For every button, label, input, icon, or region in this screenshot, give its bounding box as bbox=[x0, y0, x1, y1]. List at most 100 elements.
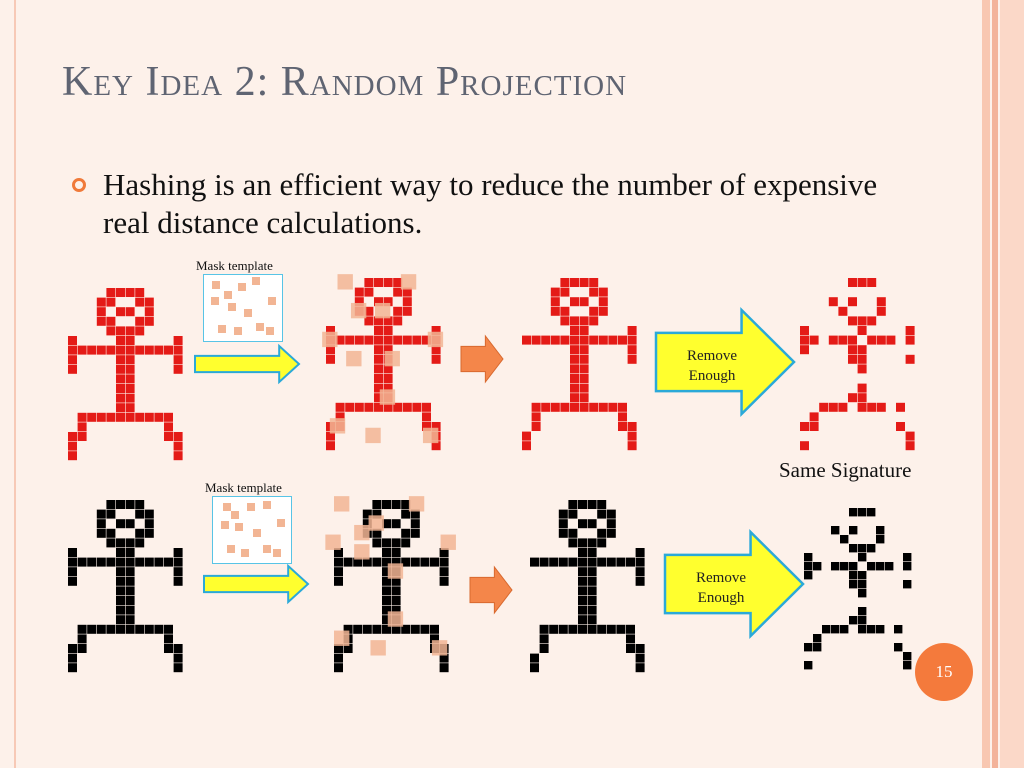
figure-pixel bbox=[539, 634, 549, 644]
mask-square bbox=[266, 327, 274, 335]
figure-pixel bbox=[96, 316, 106, 326]
figure-pixel bbox=[809, 335, 819, 345]
figure-pixel bbox=[116, 326, 125, 336]
figure-pixel bbox=[531, 402, 541, 412]
figure-pixel bbox=[335, 335, 345, 345]
figure-pixel bbox=[345, 335, 355, 345]
figure-pixel bbox=[372, 624, 382, 634]
figure-pixel bbox=[116, 288, 125, 297]
figure-pixel bbox=[96, 519, 106, 529]
figure-pixel bbox=[430, 557, 439, 567]
figure-pixel bbox=[116, 586, 125, 596]
mask-overlay-square bbox=[368, 515, 384, 531]
figure-pixel bbox=[382, 548, 391, 557]
figure-pixel bbox=[135, 538, 145, 548]
figure-pixel bbox=[579, 345, 589, 355]
mask-overlay-square bbox=[334, 630, 350, 646]
figure-pixel bbox=[560, 335, 570, 345]
figure-pixel bbox=[77, 432, 87, 441]
mask-overlay-square bbox=[370, 640, 386, 656]
figure-pixel bbox=[849, 616, 858, 625]
figure-pixel bbox=[800, 335, 809, 345]
figure-pixel bbox=[849, 544, 858, 553]
figure-pixel bbox=[800, 441, 809, 451]
mask-overlay-square bbox=[329, 418, 346, 434]
figure-pixel bbox=[374, 326, 383, 335]
figure-pixel bbox=[135, 624, 145, 634]
figure-pixel bbox=[364, 316, 374, 326]
figure-pixel bbox=[587, 548, 597, 557]
figure-pixel bbox=[68, 576, 77, 586]
figure-pixel bbox=[597, 500, 607, 509]
figure-pixel bbox=[589, 287, 599, 297]
figure-pixel bbox=[430, 634, 439, 644]
figure-pixel bbox=[857, 393, 867, 403]
figure-pixel bbox=[393, 402, 403, 412]
figure-pixel bbox=[804, 571, 813, 580]
figure-pixel bbox=[635, 567, 645, 577]
figure-pixel bbox=[106, 528, 116, 538]
mask-overlay-square bbox=[337, 274, 353, 290]
figure-pixel bbox=[579, 364, 589, 374]
figure-pixel bbox=[106, 509, 116, 519]
figure-pixel bbox=[587, 596, 597, 605]
figure-pixel bbox=[334, 576, 343, 586]
figure-pixel bbox=[849, 526, 858, 535]
mask-square bbox=[273, 549, 281, 557]
figure-pixel bbox=[334, 567, 343, 577]
figure-pixel bbox=[541, 335, 551, 345]
figure-pixel bbox=[589, 402, 599, 412]
figure-pixel bbox=[857, 345, 867, 355]
figure-pixel bbox=[813, 634, 822, 643]
figure-pixel bbox=[896, 402, 905, 412]
figure-pixel bbox=[374, 354, 383, 364]
figure-pixel bbox=[391, 605, 401, 615]
figure-pixel bbox=[848, 354, 857, 364]
figure-pixel bbox=[578, 624, 587, 634]
figure-pixel bbox=[597, 624, 607, 634]
figure-pixel bbox=[125, 403, 135, 413]
figure-pixel bbox=[68, 663, 77, 673]
figure-pixel bbox=[383, 326, 393, 335]
figure-pixel bbox=[831, 526, 840, 535]
figure-pixel bbox=[831, 625, 840, 634]
mask-overlay-square bbox=[408, 496, 425, 512]
figure-pixel bbox=[439, 663, 449, 673]
figure-pixel bbox=[77, 624, 87, 634]
figure-pixel bbox=[549, 624, 559, 634]
mask-square bbox=[231, 511, 239, 519]
figure-pixel bbox=[857, 354, 867, 364]
figure-pixel bbox=[96, 509, 106, 519]
figure-pixel bbox=[618, 412, 627, 422]
next-step-arrow-icon bbox=[469, 565, 513, 615]
figure-pixel bbox=[568, 500, 578, 509]
figure-pixel bbox=[568, 557, 578, 567]
figure-pixel bbox=[905, 441, 915, 451]
figure-pixel bbox=[570, 345, 579, 355]
figure-pixel bbox=[391, 596, 401, 605]
figure-pixel bbox=[106, 297, 116, 307]
figure-pixel bbox=[164, 624, 173, 634]
figure-pixel bbox=[116, 538, 125, 548]
figure-pixel bbox=[354, 287, 364, 297]
figure-pixel bbox=[896, 422, 905, 431]
figure-pixel bbox=[362, 509, 372, 519]
figure-pixel bbox=[570, 326, 579, 335]
mask-overlay-square bbox=[431, 640, 448, 656]
figure-pixel bbox=[326, 354, 335, 364]
figure-pixel bbox=[154, 624, 164, 634]
figure-pixel bbox=[848, 393, 857, 403]
figure-pixel bbox=[431, 354, 441, 364]
figure-pixel bbox=[335, 412, 345, 422]
mask-square bbox=[221, 521, 229, 529]
bullet-text: Hashing is an efficient way to reduce th… bbox=[103, 167, 878, 240]
figure-pixel bbox=[353, 624, 363, 634]
figure-pixel bbox=[876, 625, 885, 634]
figure-pixel bbox=[68, 441, 77, 451]
mask-square bbox=[223, 503, 231, 511]
mask-template-box bbox=[212, 496, 292, 564]
figure-pixel bbox=[578, 586, 587, 596]
figure-pixel bbox=[410, 624, 420, 634]
figure-pixel bbox=[531, 422, 541, 431]
